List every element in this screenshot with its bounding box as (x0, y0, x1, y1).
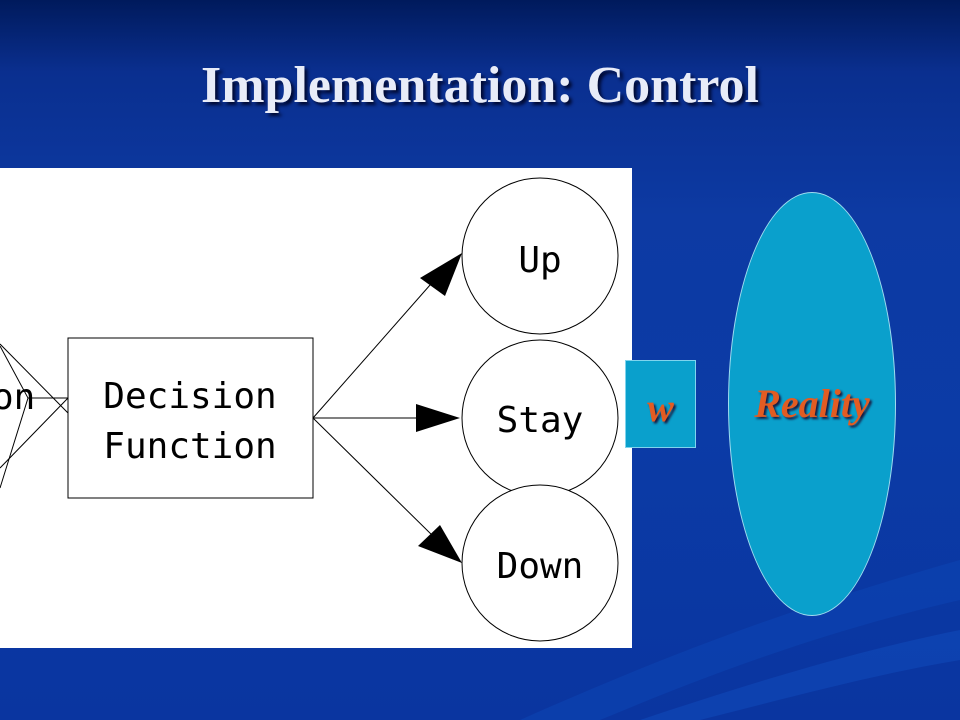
decision-function-box (67, 337, 314, 499)
arrow-line-down (312, 417, 436, 539)
connector-left-upper (0, 343, 69, 414)
connector-left-lower (0, 397, 69, 469)
outcome-circle-up (461, 177, 619, 335)
outcome-circle-down (461, 484, 619, 642)
reality-ellipse (728, 192, 896, 616)
reality-label: Reality (754, 381, 870, 426)
arrowhead-stay (416, 404, 460, 432)
diagram-panel: on Decision Function Up Stay Down (0, 168, 632, 648)
w-box (625, 360, 696, 448)
arrowhead-up (420, 253, 462, 296)
arrowhead-down (418, 525, 462, 563)
w-label: w (647, 385, 674, 430)
outcome-label-stay: Stay (497, 400, 584, 441)
arrow-line-up (312, 267, 446, 419)
decision-box-line2: Function (103, 426, 276, 467)
decision-diagram: on Decision Function Up Stay Down (0, 177, 619, 642)
decision-box-line1: Decision (103, 376, 276, 417)
outcome-label-down: Down (497, 546, 584, 587)
slide-title: Implementation: Control (200, 57, 759, 114)
outcome-label-up: Up (518, 240, 561, 281)
